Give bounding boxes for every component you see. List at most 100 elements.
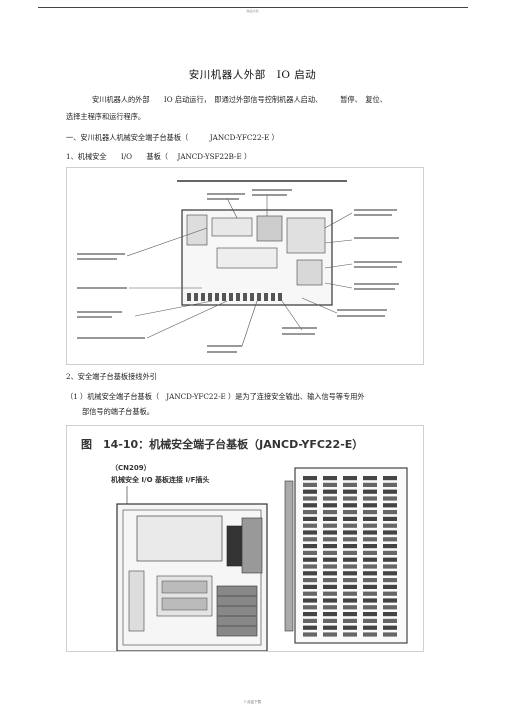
terminal-block: [383, 612, 397, 617]
terminal-block: [363, 476, 377, 481]
terminal-block: [303, 557, 317, 562]
figure-2-label-line2: 机械安全 I/O 基板连接 I/F插头: [111, 475, 209, 484]
terminal-block: [303, 482, 317, 487]
terminal-block: [303, 550, 317, 555]
terminal-block: [343, 598, 357, 603]
terminal-block: [303, 516, 317, 521]
terminal-block: [343, 544, 357, 549]
terminal-block: [363, 496, 377, 501]
board-relay-block: [256, 215, 283, 242]
terminal-block: [303, 632, 317, 637]
callout-leaders: [126, 194, 353, 347]
terminal-block: [343, 510, 357, 515]
terminal-block: [303, 598, 317, 603]
terminal-block: [363, 550, 377, 555]
terminal-block: [363, 537, 377, 542]
terminal-block: [363, 578, 377, 583]
board-terminal-row: [216, 247, 278, 269]
terminal-block: [343, 537, 357, 542]
header-rule: [38, 7, 468, 8]
callout-scribbles: [77, 189, 402, 353]
item-1-line2: 部信号的端子台基板。: [82, 407, 154, 416]
terminal-block: [363, 618, 377, 623]
terminal-block: [343, 571, 357, 576]
terminal-block: [323, 530, 337, 535]
terminal-block: [343, 564, 357, 569]
terminal-block: [383, 584, 397, 589]
cabinet-drawing: [116, 503, 268, 651]
terminal-block: [323, 503, 337, 508]
figure-1-board-diagram: [66, 167, 424, 365]
terminal-block: [383, 564, 397, 569]
terminal-block: [343, 476, 357, 481]
terminal-block: [343, 605, 357, 610]
terminal-block: [383, 544, 397, 549]
subheading-2: 2、安全端子台基板接线外引: [66, 372, 157, 381]
terminal-block: [343, 584, 357, 589]
terminal-block: [363, 510, 377, 515]
terminal-block: [383, 571, 397, 576]
terminal-block: [303, 496, 317, 501]
terminal-block: [383, 578, 397, 583]
terminal-block: [343, 632, 357, 637]
terminal-block: [363, 523, 377, 528]
terminal-block: [343, 503, 357, 508]
terminal-block: [323, 550, 337, 555]
terminal-block: [343, 612, 357, 617]
terminal-block: [323, 476, 337, 481]
terminal-block: [363, 489, 377, 494]
footer-mark: 1 欢迎下载: [243, 700, 262, 704]
terminal-block: [323, 482, 337, 487]
terminal-block: [323, 625, 337, 630]
terminal-block: [363, 530, 377, 535]
terminal-board: [284, 467, 408, 644]
terminal-block: [323, 523, 337, 528]
terminal-block: [323, 584, 337, 589]
terminal-block: [323, 557, 337, 562]
terminal-block: [363, 625, 377, 630]
terminal-block: [303, 564, 317, 569]
terminal-block: [303, 584, 317, 589]
terminal-block: [383, 530, 397, 535]
terminal-block: [363, 632, 377, 637]
terminal-block: [343, 591, 357, 596]
terminal-block: [343, 496, 357, 501]
terminal-block: [323, 510, 337, 515]
terminal-block: [343, 550, 357, 555]
intro-paragraph-line2: 选择主程序和运行程序。: [66, 112, 146, 121]
terminal-block: [383, 537, 397, 542]
terminal-block: [383, 598, 397, 603]
terminal-block: [343, 578, 357, 583]
terminal-block: [363, 591, 377, 596]
terminal-block: [343, 516, 357, 521]
terminal-block: [383, 476, 397, 481]
terminal-block: [303, 489, 317, 494]
terminal-block: [303, 625, 317, 630]
terminal-block: [383, 489, 397, 494]
terminal-block: [303, 591, 317, 596]
document-title: 安川机器人外部 IO 启动: [188, 69, 317, 81]
terminal-block: [303, 537, 317, 542]
figure-1-drawing: [77, 180, 402, 353]
terminal-block: [303, 605, 317, 610]
terminal-block: [363, 612, 377, 617]
terminal-block: [323, 578, 337, 583]
terminal-block: [363, 584, 377, 589]
terminal-block: [323, 591, 337, 596]
board-connector-left: [186, 214, 208, 246]
terminal-block: [343, 489, 357, 494]
section-heading-1: 一、安川机器人机械安全端子台基板（ JANCD-YFC22-E ）: [66, 133, 279, 142]
terminal-block: [323, 544, 337, 549]
item-1-line1: （1 ）机械安全端子台基板（ JANCD-YFC22-E ）是为了连接安全输出、…: [66, 392, 365, 401]
figure-2-caption: 图 14-10：机械安全端子台基板（JANCD-YFC22-E）: [81, 437, 363, 451]
terminal-block: [383, 557, 397, 562]
board-ic-block: [211, 217, 253, 237]
terminal-block: [383, 605, 397, 610]
terminal-block: [383, 550, 397, 555]
terminal-block: [343, 625, 357, 630]
terminal-block: [363, 503, 377, 508]
terminal-block: [323, 612, 337, 617]
terminal-block: [303, 578, 317, 583]
terminal-block: [363, 544, 377, 549]
terminal-block: [383, 482, 397, 487]
